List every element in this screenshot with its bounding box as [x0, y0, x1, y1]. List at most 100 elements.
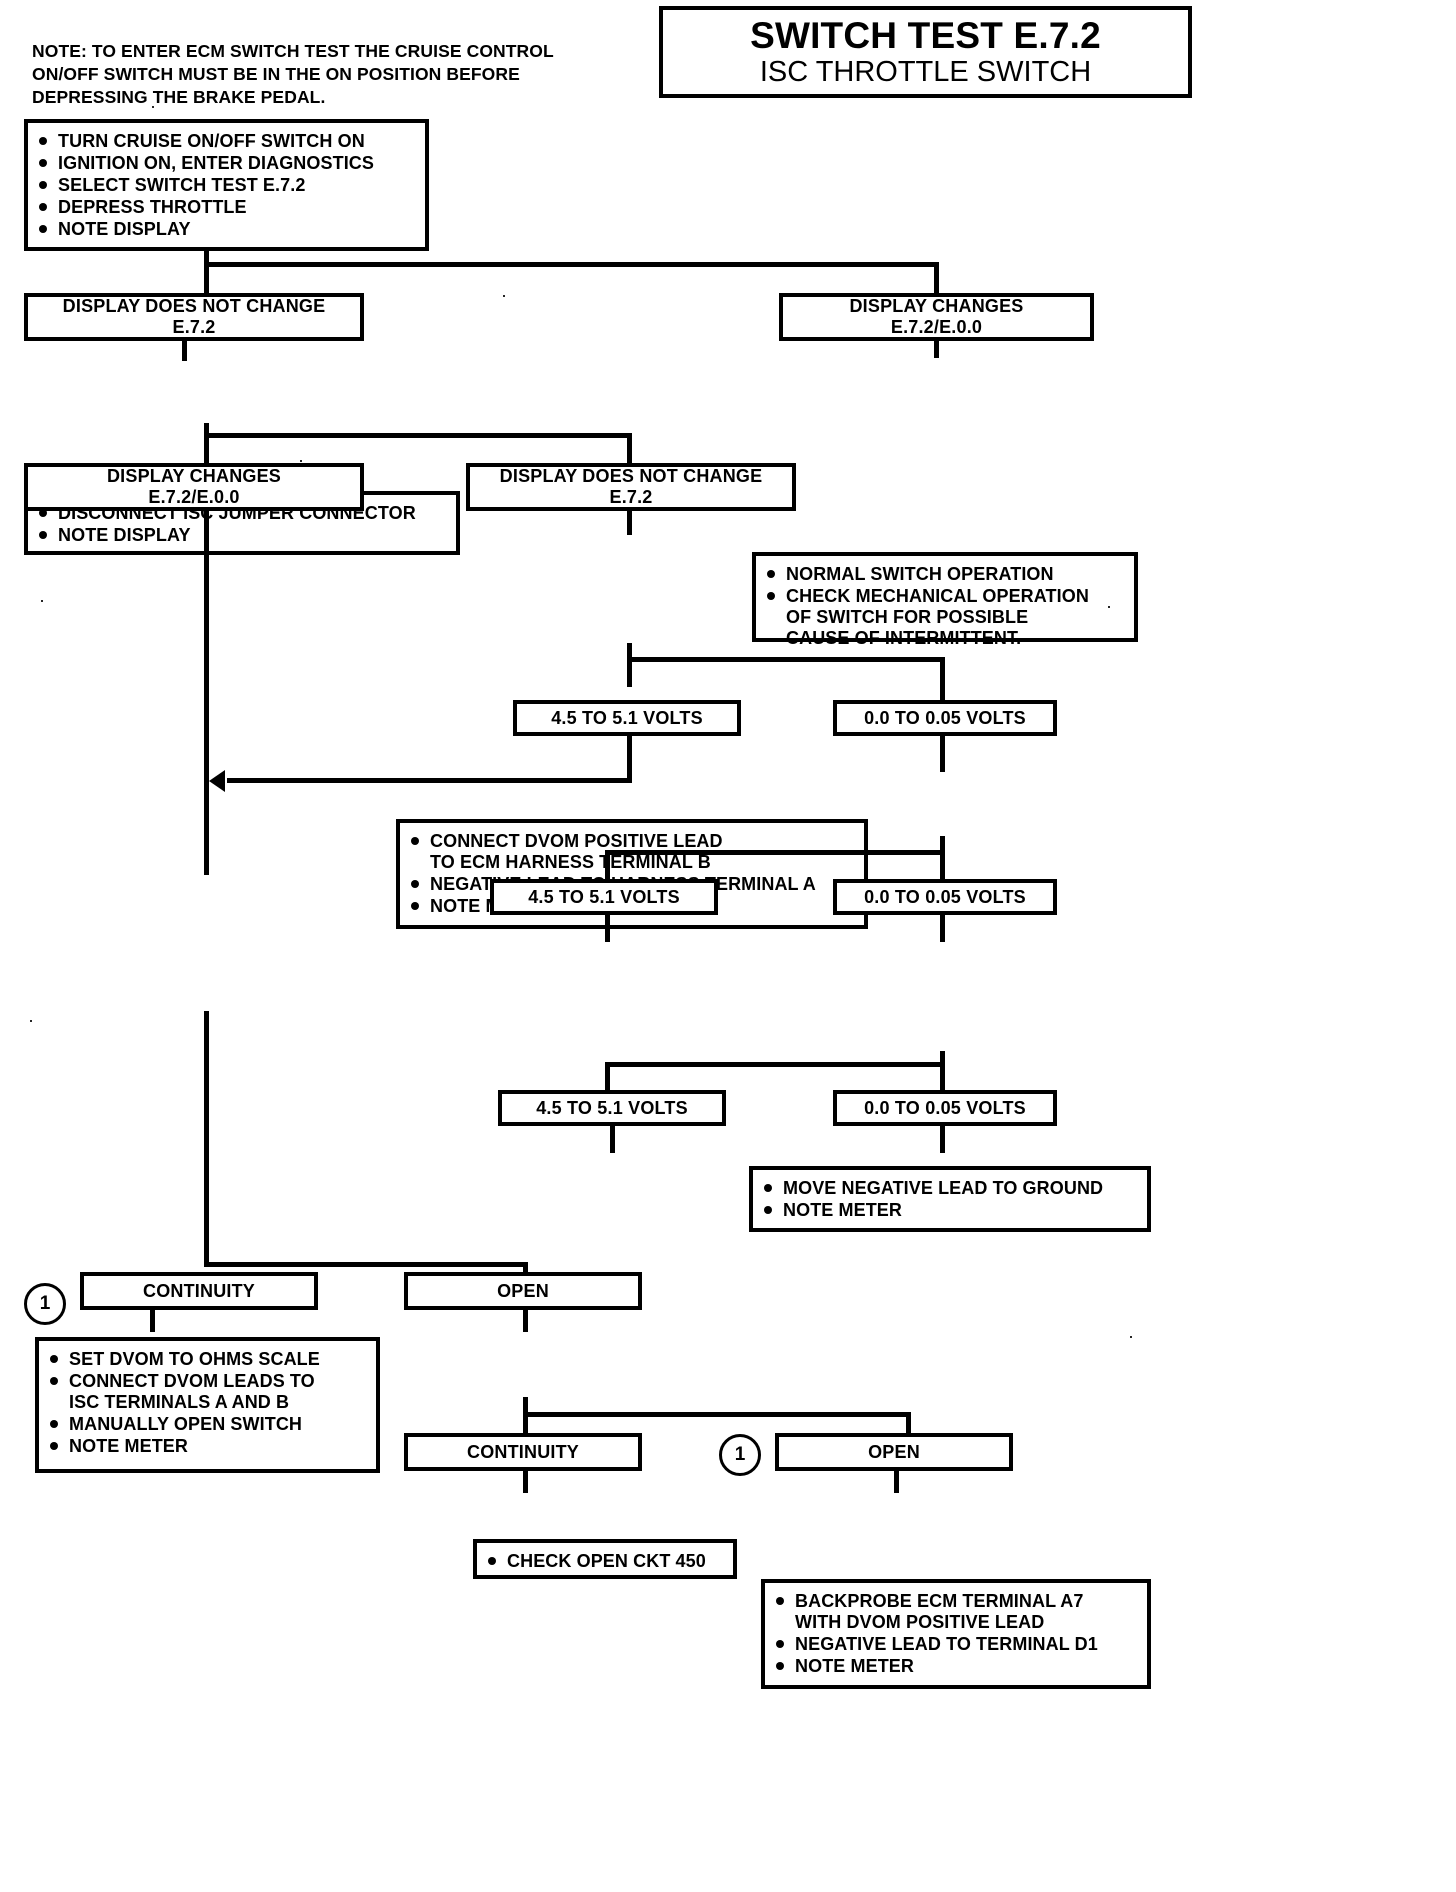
- reference-marker-label: 1: [39, 1293, 51, 1314]
- connector-horizontal: [523, 1412, 911, 1417]
- box-line-1: OPEN: [868, 1441, 920, 1462]
- box-line-1: DISPLAY DOES NOT CHANGE: [62, 296, 326, 317]
- box-volts-low-1: 0.0 TO 0.05 VOLTS: [833, 700, 1057, 736]
- box-check-open-ckt-450: CHECK OPEN CKT 450: [473, 1539, 737, 1579]
- connector-vertical: [150, 1310, 155, 1332]
- box-display-does-not-change-1: DISPLAY DOES NOT CHANGE E.7.2: [24, 293, 364, 341]
- connector-vertical: [934, 262, 939, 295]
- connector-vertical: [204, 251, 209, 295]
- box-display-does-not-change-2: DISPLAY DOES NOT CHANGE E.7.2: [466, 463, 796, 511]
- box-continuity-2: CONTINUITY: [404, 1433, 642, 1471]
- reference-marker-1-left: 1: [24, 1283, 66, 1325]
- scan-speckle: [1130, 1336, 1132, 1338]
- connector-vertical: [605, 1062, 610, 1090]
- scan-speckle: [41, 600, 43, 602]
- connector-vertical: [627, 736, 632, 783]
- list-item: NOTE METER: [776, 1656, 1137, 1677]
- connector-vertical: [523, 1262, 528, 1272]
- box-display-changes-2: DISPLAY CHANGES E.7.2/E.0.0: [24, 463, 364, 511]
- box-line-2: E.7.2: [609, 487, 653, 507]
- list-item: CHECK OPEN CKT 450: [488, 1551, 723, 1572]
- connector-horizontal: [204, 262, 939, 267]
- scan-speckle: [300, 460, 302, 462]
- box-volts-high-3: 4.5 TO 5.1 VOLTS: [498, 1090, 726, 1126]
- box-backprobe-ecm: BACKPROBE ECM TERMINAL A7 WITH DVOM POSI…: [761, 1579, 1151, 1689]
- scan-speckle: [30, 1020, 32, 1022]
- box-set-dvom-ohms: SET DVOM TO OHMS SCALE CONNECT DVOM LEAD…: [35, 1337, 380, 1473]
- reference-marker-1-bottom: 1: [719, 1434, 761, 1476]
- connector-vertical: [523, 1471, 528, 1493]
- box-move-negative-lead: MOVE NEGATIVE LEAD TO GROUND NOTE METER: [749, 1166, 1151, 1232]
- box-line-2: E.7.2/E.0.0: [148, 487, 240, 507]
- list-item: SELECT SWITCH TEST E.7.2: [39, 175, 415, 196]
- scan-speckle: [1108, 606, 1110, 608]
- list-item: DEPRESS THROTTLE: [39, 197, 415, 218]
- list-item: BACKPROBE ECM TERMINAL A7 WITH DVOM POSI…: [776, 1591, 1137, 1633]
- box-volts-high-1: 4.5 TO 5.1 VOLTS: [513, 700, 741, 736]
- scan-speckle: [503, 295, 505, 297]
- box-line-1: OPEN: [497, 1280, 549, 1301]
- box-volts-low-3: 0.0 TO 0.05 VOLTS: [833, 1090, 1057, 1126]
- box-line-1: CONTINUITY: [467, 1441, 579, 1462]
- connector-vertical: [627, 643, 632, 687]
- connector-vertical-trunk-left: [204, 511, 209, 875]
- connector-vertical: [627, 433, 632, 466]
- connector-vertical: [605, 915, 610, 942]
- connector-horizontal: [627, 657, 945, 662]
- box-line-1: 0.0 TO 0.05 VOLTS: [864, 1097, 1026, 1118]
- list-item: CONNECT DVOM POSITIVE LEAD TO ECM HARNES…: [411, 831, 854, 873]
- list-item: MANUALLY OPEN SWITCH: [50, 1414, 366, 1435]
- box-line-2: E.7.2/E.0.0: [890, 317, 983, 337]
- box-volts-high-2: 4.5 TO 5.1 VOLTS: [490, 879, 718, 915]
- connector-vertical: [940, 915, 945, 942]
- connector-vertical: [610, 1126, 615, 1153]
- connector-vertical: [605, 850, 610, 880]
- connector-vertical: [627, 511, 632, 535]
- list-item: CHECK MECHANICAL OPERATION OF SWITCH FOR…: [767, 586, 1124, 649]
- box-line-1: 0.0 TO 0.05 VOLTS: [864, 886, 1026, 907]
- box-normal-switch-operation: NORMAL SWITCH OPERATION CHECK MECHANICAL…: [752, 552, 1138, 648]
- list-item: TURN CRUISE ON/OFF SWITCH ON: [39, 131, 415, 152]
- connector-vertical: [204, 423, 209, 468]
- box-volts-low-2: 0.0 TO 0.05 VOLTS: [833, 879, 1057, 915]
- connector-horizontal-feedback: [227, 778, 632, 783]
- arrow-left-icon: [209, 770, 225, 792]
- title-block: SWITCH TEST E.7.2 ISC THROTTLE SWITCH: [659, 6, 1192, 98]
- list-item: SET DVOM TO OHMS SCALE: [50, 1349, 366, 1370]
- connector-horizontal: [204, 433, 632, 438]
- connector-vertical: [906, 1412, 911, 1434]
- list-item: MOVE NEGATIVE LEAD TO GROUND: [764, 1178, 1137, 1199]
- connector-horizontal: [605, 1062, 945, 1067]
- list-item: NOTE METER: [50, 1436, 366, 1457]
- connector-vertical: [523, 1397, 528, 1441]
- list-item: NOTE DISPLAY: [39, 219, 415, 240]
- box-line-2: E.7.2: [172, 317, 216, 337]
- scan-speckle: [152, 106, 154, 108]
- box-continuity-1: CONTINUITY: [80, 1272, 318, 1310]
- connector-horizontal: [605, 850, 945, 855]
- box-line-1: 4.5 TO 5.1 VOLTS: [528, 886, 680, 907]
- box-line-1: CONTINUITY: [143, 1280, 255, 1301]
- connector-vertical: [934, 341, 939, 358]
- box-line-1: 4.5 TO 5.1 VOLTS: [551, 707, 703, 728]
- list-item: NEGATIVE LEAD TO TERMINAL D1: [776, 1634, 1137, 1655]
- title-main: SWITCH TEST E.7.2: [750, 14, 1101, 56]
- connector-vertical: [940, 1051, 945, 1095]
- box-open-1: OPEN: [404, 1272, 642, 1310]
- box-line-1: 4.5 TO 5.1 VOLTS: [536, 1097, 688, 1118]
- connector-vertical: [894, 1471, 899, 1493]
- box-start-procedure: TURN CRUISE ON/OFF SWITCH ON IGNITION ON…: [24, 119, 429, 251]
- note-text: NOTE: TO ENTER ECM SWITCH TEST THE CRUIS…: [32, 41, 554, 107]
- connector-vertical: [940, 836, 945, 880]
- connector-vertical: [523, 1310, 528, 1332]
- box-line-1: DISPLAY CHANGES: [106, 466, 282, 487]
- list-item: NORMAL SWITCH OPERATION: [767, 564, 1124, 585]
- box-line-1: DISPLAY DOES NOT CHANGE: [499, 466, 763, 487]
- connector-horizontal: [204, 1262, 528, 1267]
- connector-vertical: [940, 1126, 945, 1153]
- scan-speckle: [320, 1262, 322, 1264]
- box-display-changes-1: DISPLAY CHANGES E.7.2/E.0.0: [779, 293, 1094, 341]
- reference-marker-label: 1: [734, 1444, 746, 1465]
- box-open-2: OPEN: [775, 1433, 1013, 1471]
